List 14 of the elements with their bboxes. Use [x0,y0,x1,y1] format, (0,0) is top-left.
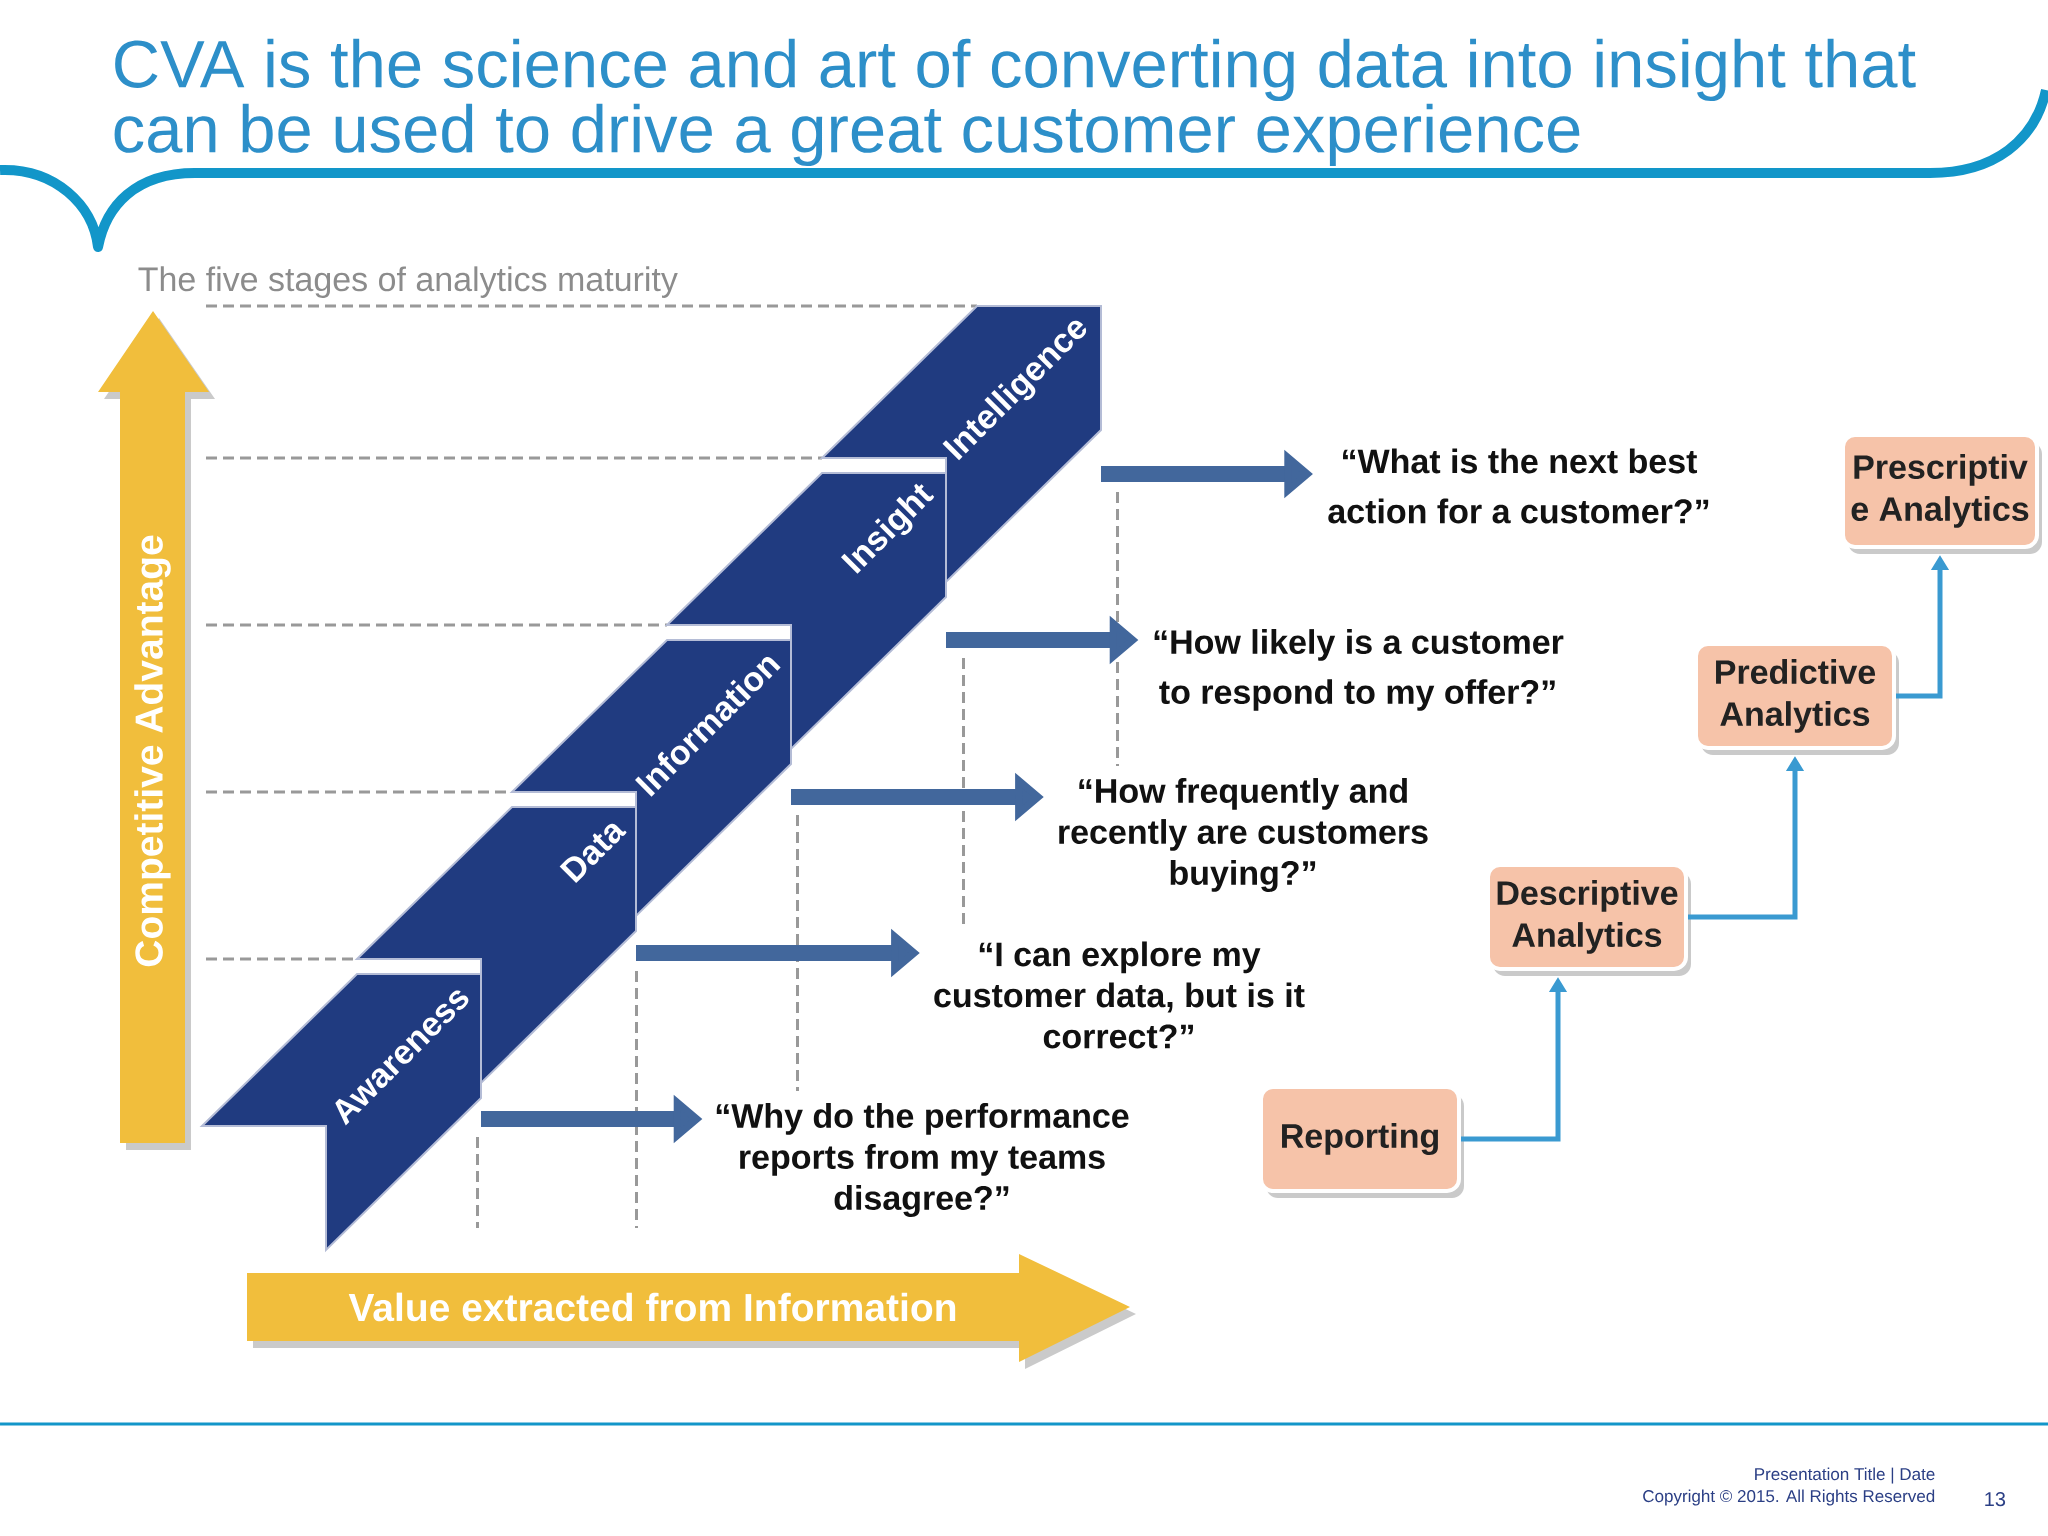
step-box: Reporting [1259,1085,1464,1198]
subtitle: The five stages of analytics maturity [138,266,678,299]
footer-text: Copyright © 2015. All Rights Reserved [1643,1489,1935,1506]
question-text: “How frequently and recently are customers buying?” [1059,778,1428,892]
step-box: Predictive Analytics [1694,642,1899,755]
question-text: “What is the next best action for a customer?” [1328,448,1709,524]
question-text: “I can explore my customer data, but is it correct?” [934,941,1305,1049]
step-box: Descriptive Analytics [1486,863,1691,976]
footer-text: Presentation Title | Date [1755,1467,1935,1484]
step-box: Prescriptiv e Analytics [1841,433,2042,554]
title: CVA is the science and art of converting data into insight that can be used to drive a great customer experience [114,38,1916,167]
question-text: “How likely is a customer to respond to my offer?” [1154,629,1564,711]
question-text: “Why do the performance reports from my teams disagree?” [716,1103,1129,1217]
page-number: 13 [1985,1492,2006,1507]
